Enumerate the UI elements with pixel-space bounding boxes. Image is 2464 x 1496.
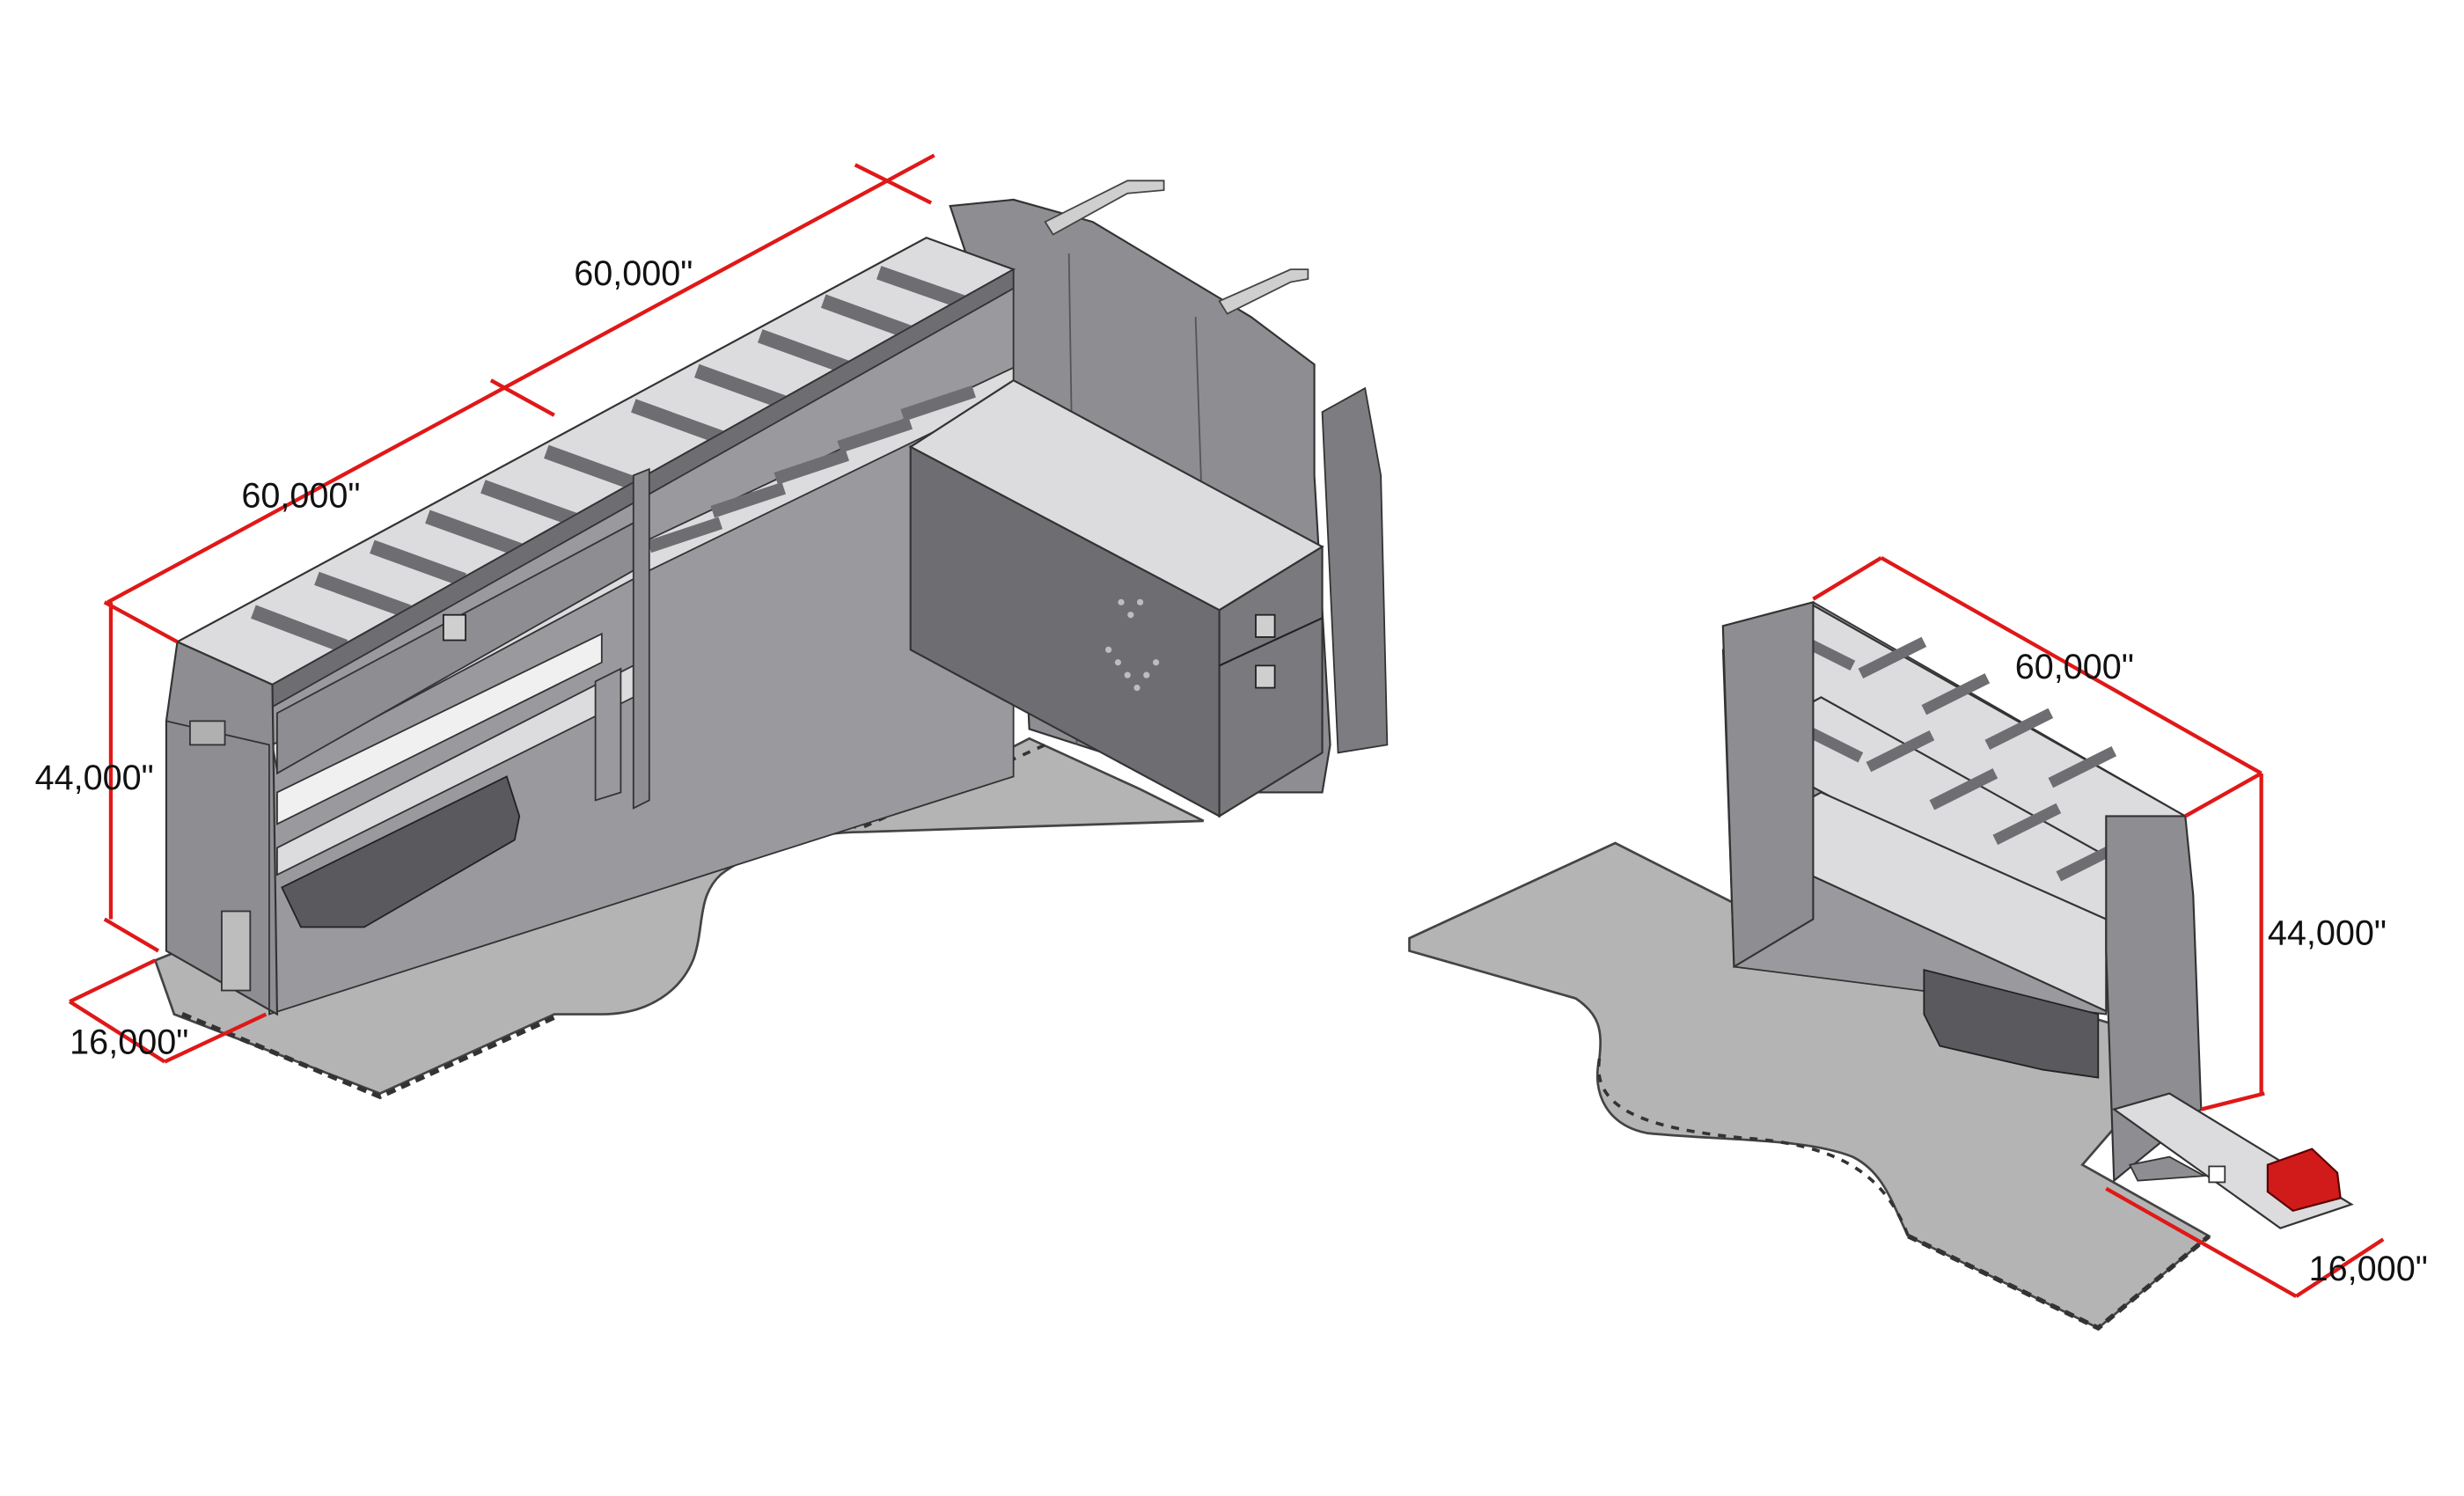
right-storage-bin: [1923, 968, 2100, 1079]
left-dimension-lines: [69, 153, 935, 1064]
left-leg: [594, 667, 622, 802]
left-drawer-handle: [442, 613, 466, 642]
end-panel-cutout: [189, 720, 226, 746]
left-van-assembly: 60,000" 60,000" 44,000" 16,000": [35, 153, 1389, 1100]
end-panel-slot: [221, 910, 252, 992]
left-top-shelf-dividers: [251, 266, 972, 654]
left-storage-bin: [281, 775, 521, 928]
dim-right-length: 60,000": [2015, 648, 2134, 686]
dim-left-length-front: 60,000": [241, 476, 360, 515]
left-floor-edge-pattern: [180, 1012, 555, 1100]
cabinet-handle-bottom: [1255, 664, 1276, 689]
right-floor-edge-pattern: [1907, 1234, 2211, 1331]
dim-right-height: 44,000": [2268, 913, 2387, 952]
right-dimension-lines: [1812, 556, 2385, 1298]
left-partition-side-post: [1321, 386, 1389, 754]
dim-left-length-back: 60,000": [574, 254, 693, 293]
left-middle-shelf-dividers: [647, 385, 976, 554]
cabinet-logo-dots: [1105, 598, 1160, 692]
cabinet-drawer-line: [1219, 617, 1324, 667]
cabinet-handle-top: [1255, 613, 1276, 638]
dim-right-depth: 16,000": [2309, 1250, 2428, 1288]
dim-left-depth: 16,000": [70, 1023, 188, 1062]
dim-left-height: 44,000": [35, 759, 154, 797]
left-lower-bin-front: [276, 632, 603, 825]
left-mounting-brackets: [1044, 180, 1309, 315]
right-vise-bracket: [2128, 1155, 2208, 1182]
right-van-floor: [1408, 841, 2211, 1330]
vise-body: [2266, 1148, 2342, 1213]
vise-plate-hole: [2208, 1165, 2226, 1184]
right-shelf-dividers: [1786, 628, 2125, 882]
right-left-end-panel: [1721, 600, 1815, 969]
left-center-upright: [632, 467, 650, 810]
right-van-assembly: 60,000" 44,000" 16,000": [1408, 556, 2428, 1331]
left-van-floor: [153, 724, 1205, 1096]
